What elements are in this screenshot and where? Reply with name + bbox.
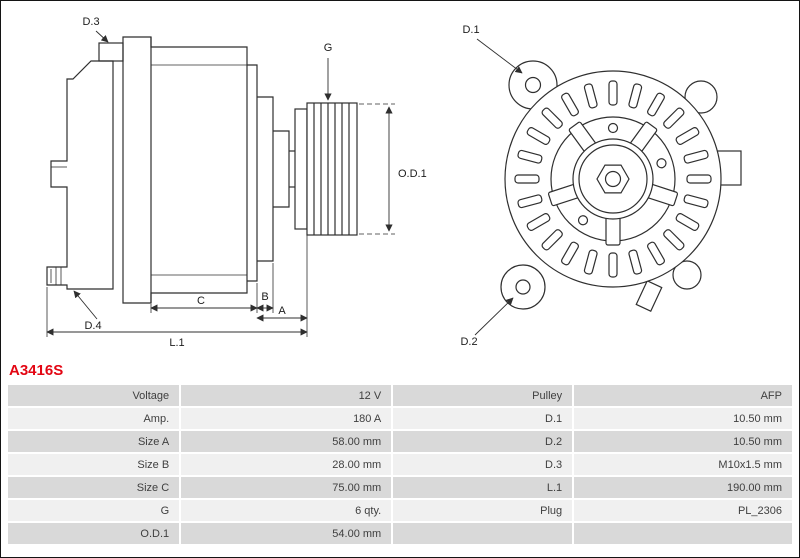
front-bracket [122, 36, 248, 304]
spec-label: Amp. [8, 408, 180, 429]
dim-label-d2: D.2 [460, 336, 477, 348]
dim-d1: D.1 [462, 24, 523, 74]
spec-label [393, 523, 573, 544]
lug-bottom-right [672, 260, 702, 290]
hole-d2 [515, 279, 531, 295]
spec-label: Size A [8, 431, 180, 452]
dim-d3: D.3 [82, 16, 109, 43]
spec-label: D.3 [393, 454, 573, 475]
spec-label: Size C [8, 477, 180, 498]
spokes [547, 121, 679, 246]
rear-housing [46, 60, 114, 290]
spec-value: 180 A [181, 408, 392, 429]
lug-top-right [684, 80, 718, 114]
spec-label: O.D.1 [8, 523, 180, 544]
shaft-nut [596, 164, 630, 194]
spec-value: 12 V [181, 385, 392, 406]
dim-label-d1: D.1 [462, 24, 479, 36]
dim-label-l1: L.1 [169, 337, 184, 349]
spec-value [574, 523, 792, 544]
spec-label: G [8, 500, 180, 521]
part-number: A3416S [9, 362, 64, 379]
dim-label-a: A [278, 305, 286, 317]
dim-d4: D.4 [73, 290, 102, 332]
side-view: G D.3 D.4 O.D.1 [46, 16, 427, 349]
pulley-rim [578, 144, 648, 214]
bottom-terminal [635, 280, 663, 312]
spec-value: 10.50 mm [574, 431, 792, 452]
dim-g: G [324, 42, 333, 101]
dim-label-d3: D.3 [82, 16, 99, 28]
dim-label-d4: D.4 [84, 320, 101, 332]
dim-label-c: C [197, 295, 205, 307]
dim-label-g: G [324, 42, 333, 54]
dim-label-b: B [261, 291, 268, 303]
spec-value: 58.00 mm [181, 431, 392, 452]
spec-value: 6 qty. [181, 500, 392, 521]
dim-label-od1: O.D.1 [398, 168, 427, 180]
shaft-center [604, 170, 622, 188]
alternator-technical-drawing: G D.3 D.4 O.D.1 [46, 16, 742, 349]
pulley [294, 102, 358, 236]
spec-value: AFP [574, 385, 792, 406]
spec-label: D.2 [393, 431, 573, 452]
spec-label: L.1 [393, 477, 573, 498]
spec-label: D.1 [393, 408, 573, 429]
spec-value: PL_2306 [574, 500, 792, 521]
spec-label: Size B [8, 454, 180, 475]
mounting-lug-bottom-left [500, 264, 546, 310]
spec-value: 54.00 mm [181, 523, 392, 544]
spec-value: 28.00 mm [181, 454, 392, 475]
spec-value: 10.50 mm [574, 408, 792, 429]
drive-end [247, 64, 295, 282]
dim-bottom: C B A L.1 [46, 231, 308, 349]
spec-label: Plug [393, 500, 573, 521]
top-thread-boss [98, 42, 124, 62]
spec-label: Pulley [393, 385, 573, 406]
vent-slots [514, 80, 712, 278]
spec-value: 75.00 mm [181, 477, 392, 498]
dim-od1: O.D.1 [359, 103, 427, 235]
rim-bolts [577, 122, 667, 226]
spec-value: 190.00 mm [574, 477, 792, 498]
hole-d1 [524, 76, 542, 94]
front-view: D.1 D.2 [460, 24, 742, 348]
dim-d2: D.2 [460, 297, 514, 348]
spec-value: M10x1.5 mm [574, 454, 792, 475]
spec-label: Voltage [8, 385, 180, 406]
